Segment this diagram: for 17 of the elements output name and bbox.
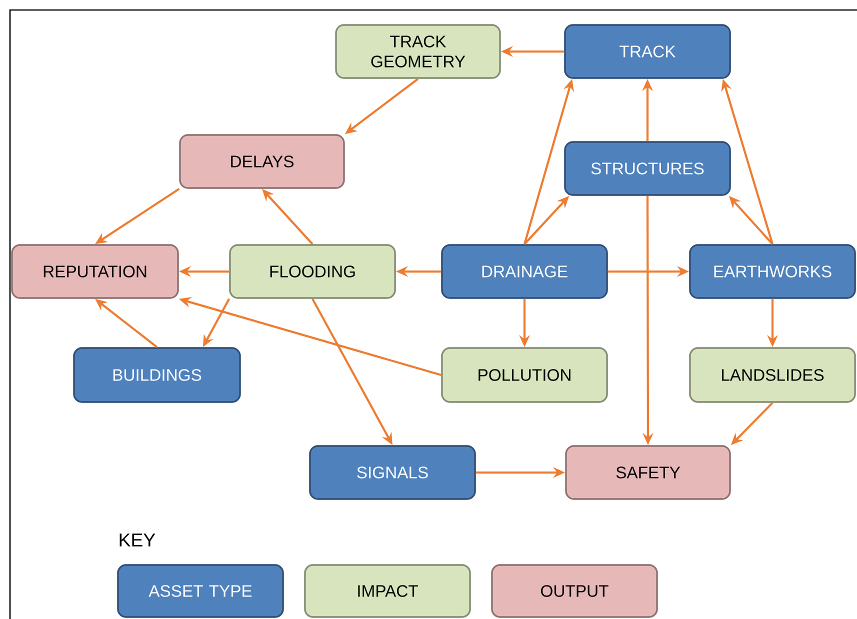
node-box: TRACK GEOMETRY bbox=[335, 24, 501, 79]
node-box: LANDSLIDES bbox=[689, 347, 856, 403]
node-box: REPUTATION bbox=[11, 244, 179, 299]
legend-box: OUTPUT bbox=[491, 564, 658, 618]
node-box: DELAYS bbox=[179, 134, 345, 189]
node-box: SAFETY bbox=[565, 445, 731, 500]
legend-box: IMPACT bbox=[304, 564, 471, 618]
legend-box: ASSET TYPE bbox=[117, 564, 284, 618]
key-heading: KEY bbox=[120, 534, 156, 546]
node-box: STRUCTURES bbox=[564, 141, 731, 196]
node-box: SIGNALS bbox=[309, 445, 476, 500]
node-box: DRAINAGE bbox=[441, 244, 608, 299]
node-box: BUILDINGS bbox=[73, 347, 241, 403]
node-box: EARTHWORKS bbox=[689, 244, 856, 299]
node-box: TRACK bbox=[564, 24, 731, 79]
node-box: FLOODING bbox=[229, 244, 396, 299]
node-box: POLLUTION bbox=[441, 347, 608, 403]
